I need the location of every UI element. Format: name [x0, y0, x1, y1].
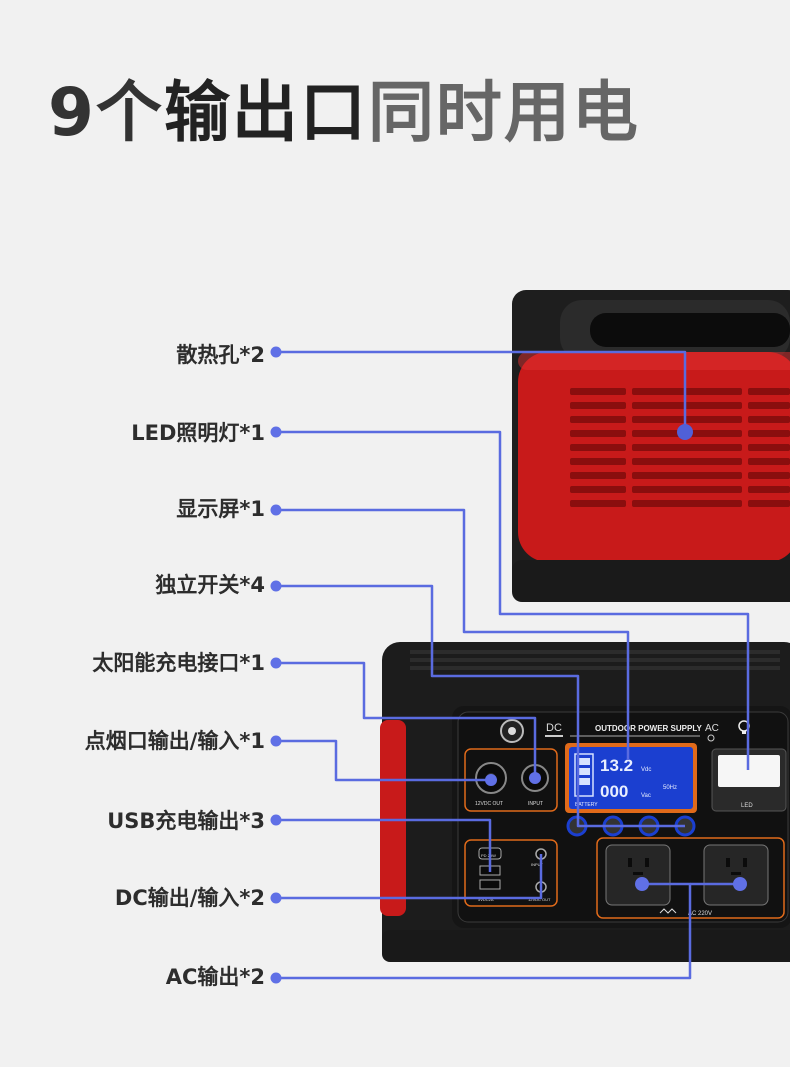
port-5vdc-text: 5VDC2A — [478, 897, 494, 902]
callout-label-cigarette-port: 点烟口输出/输入*1 — [84, 729, 265, 753]
headline-part1: 9个 — [48, 74, 164, 151]
screen-frequency: 50Hz — [663, 785, 677, 791]
leader-usb — [276, 818, 492, 872]
callout-label-switches: 独立开关*4 — [155, 573, 265, 597]
callout-label-led-light: LED照明灯*1 — [131, 421, 265, 445]
leader-dots — [270, 346, 747, 984]
leader-cigarette — [276, 739, 491, 782]
headline-part2: 输出口 — [163, 74, 368, 151]
leader-ac — [276, 882, 692, 980]
headline-part3: 同时用电 — [367, 74, 640, 151]
leader-dc — [276, 854, 543, 900]
leader-display — [276, 508, 630, 760]
unit-front-view: DC OUTDOOR POWER SUPPLY AC 12VDC OUT INP… — [380, 642, 790, 962]
port-input-text: INPUT — [528, 801, 543, 807]
screen-voltage-dc: 13.2 — [600, 756, 633, 775]
dc-text: DC — [546, 722, 562, 734]
callout-label-dc-port: DC输出/输入*2 — [114, 886, 265, 910]
port-12vdc-out-text: 12VDC OUT — [475, 801, 503, 807]
screen-unit-ac: Vac — [641, 793, 651, 799]
screen-battery-text: BATTERY — [575, 802, 598, 808]
port-input2-text: INPUT — [531, 862, 544, 867]
callout-label-ac-output: AC输出*2 — [165, 965, 265, 989]
port-12vdc-out2-text: 12VDC OUT — [528, 897, 551, 902]
headline: 9个输出口同时用电 — [48, 80, 640, 146]
led-lamp-text: LED — [741, 803, 753, 809]
panel-title: OUTDOOR POWER SUPPLY — [595, 724, 702, 733]
vents-right — [748, 388, 790, 507]
leader-switches — [276, 584, 685, 828]
leader-lines — [276, 350, 750, 980]
vents-middle — [632, 388, 742, 507]
leader-led — [276, 430, 750, 770]
callout-label-solar-port: 太阳能充电接口*1 — [92, 651, 265, 675]
callout-label-display: 显示屏*1 — [176, 497, 265, 521]
vents-left — [570, 388, 626, 507]
ac-rating-text: AC 220V — [688, 911, 712, 917]
screen-voltage-ac: 000 — [600, 782, 628, 801]
callout-label-usb-output: USB充电输出*3 — [107, 809, 265, 833]
unit-back-view — [512, 290, 790, 602]
leader-solar — [276, 661, 537, 778]
callout-label-vents: 散热孔*2 — [176, 343, 265, 367]
ac-text: AC — [705, 723, 719, 734]
screen-unit-dc: Vdc — [641, 767, 651, 773]
leader-vents — [276, 350, 687, 432]
port-pd-text: PD 20W — [481, 853, 496, 858]
